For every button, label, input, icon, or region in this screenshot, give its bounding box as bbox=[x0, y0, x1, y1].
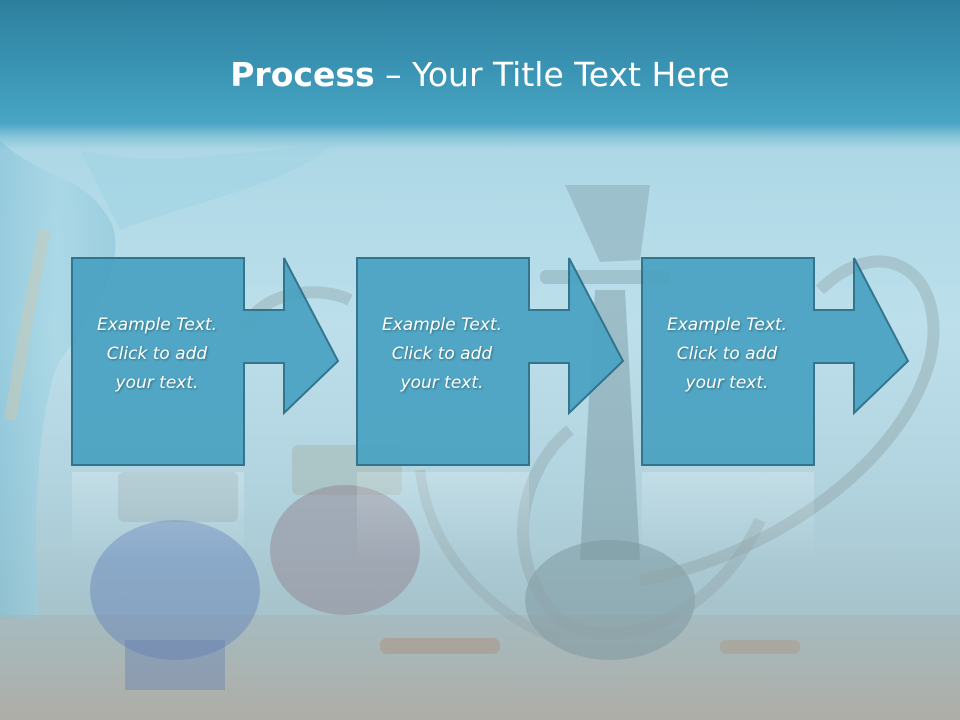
process-step-3[interactable]: Example Text. Click to add your text. bbox=[641, 257, 959, 467]
step-text[interactable]: Example Text. Click to add your text. bbox=[356, 311, 528, 398]
step-reflection bbox=[641, 472, 959, 562]
title-rest: – Your Title Text Here bbox=[374, 55, 730, 94]
step-line-3: your text. bbox=[685, 373, 769, 393]
title-band bbox=[0, 0, 960, 150]
step-line-3: your text. bbox=[400, 373, 484, 393]
step-text[interactable]: Example Text. Click to add your text. bbox=[641, 311, 813, 398]
title-bold: Process bbox=[230, 55, 375, 94]
arrow-box-shape bbox=[641, 257, 910, 466]
step-reflection bbox=[356, 472, 674, 562]
step-line-3: your text. bbox=[115, 373, 199, 393]
step-line-1: Example Text. bbox=[666, 315, 788, 335]
step-line-2: Click to add bbox=[106, 344, 208, 364]
step-text[interactable]: Example Text. Click to add your text. bbox=[71, 311, 243, 398]
arrow-box-shape bbox=[71, 257, 340, 466]
process-step-1[interactable]: Example Text. Click to add your text. bbox=[71, 257, 389, 467]
slide-title[interactable]: Process – Your Title Text Here bbox=[0, 54, 960, 96]
arrow-box-shape bbox=[356, 257, 625, 466]
step-line-1: Example Text. bbox=[96, 315, 218, 335]
step-line-1: Example Text. bbox=[381, 315, 503, 335]
process-step-2[interactable]: Example Text. Click to add your text. bbox=[356, 257, 674, 467]
step-line-2: Click to add bbox=[391, 344, 493, 364]
step-reflection bbox=[71, 472, 389, 562]
step-line-2: Click to add bbox=[676, 344, 778, 364]
